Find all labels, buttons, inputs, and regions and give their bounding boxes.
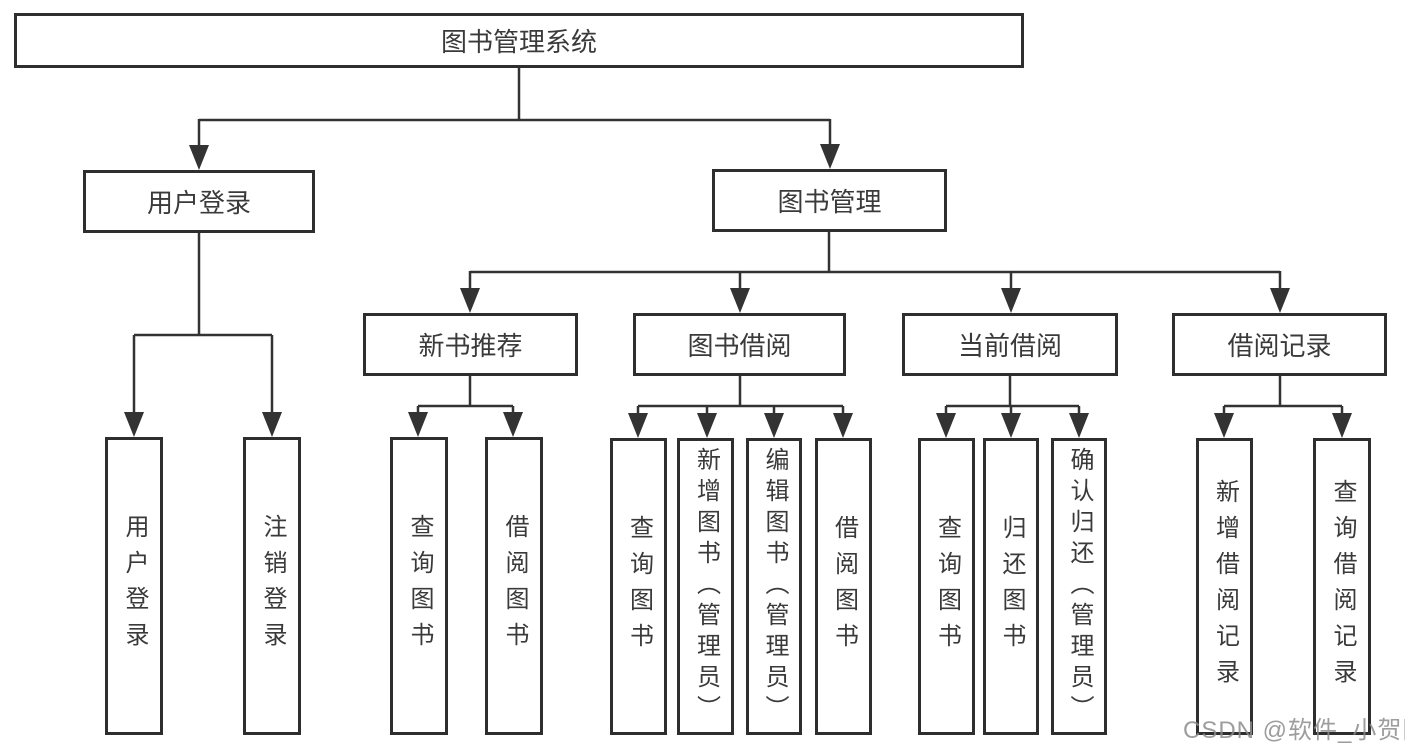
node-label: 图书借阅 <box>687 331 792 361</box>
node-new-book-recommend: 新书推荐 <box>363 313 578 376</box>
node-book-borrowing: 图书借阅 <box>633 313 846 376</box>
node-label: 注销登录 <box>259 514 286 658</box>
leaf-logout: 注销登录 <box>243 437 301 735</box>
node-label: 用户登录 <box>146 188 251 218</box>
node-label: 编辑图书（管理员） <box>761 447 788 726</box>
leaf-query-books-recommend: 查询图书 <box>390 437 448 735</box>
node-label: 查询图书 <box>933 514 961 659</box>
node-user-login: 用户登录 <box>83 170 315 233</box>
node-label: 图书管理 <box>777 187 882 217</box>
node-label: 查询图书 <box>625 514 653 659</box>
node-label: 用户登录 <box>121 514 148 658</box>
leaf-borrow-books-recommend: 借阅图书 <box>485 437 543 735</box>
leaf-query-books-borrowing: 查询图书 <box>610 438 667 735</box>
node-label: 确认归还（管理员） <box>1066 447 1093 726</box>
node-label: 图书管理系统 <box>440 27 597 57</box>
leaf-user-login: 用户登录 <box>105 437 163 735</box>
leaf-borrow-books: 借阅图书 <box>815 438 872 735</box>
node-label: 新增借阅记录 <box>1211 478 1239 695</box>
leaf-query-borrow-record: 查询借阅记录 <box>1313 438 1371 735</box>
csdn-watermark: CSDN @软件_小贺同学 <box>1183 717 1405 744</box>
leaf-add-books-admin: 新增图书（管理员） <box>677 438 734 735</box>
node-label: 归还图书 <box>998 514 1025 659</box>
leaf-edit-books-admin: 编辑图书（管理员） <box>746 438 802 735</box>
leaf-query-books-current: 查询图书 <box>918 438 975 735</box>
node-root-library-system: 图书管理系统 <box>14 13 1024 68</box>
node-label: 借阅图书 <box>830 514 858 659</box>
node-label: 查询借阅记录 <box>1329 478 1356 695</box>
node-label: 新增图书（管理员） <box>692 447 720 726</box>
node-current-borrowing: 当前借阅 <box>902 313 1118 376</box>
node-label: 当前借阅 <box>957 331 1062 361</box>
leaf-return-books: 归还图书 <box>983 438 1039 735</box>
node-label: 新书推荐 <box>418 331 523 361</box>
node-label: 借阅图书 <box>501 514 528 658</box>
leaf-confirm-return-admin: 确认归还（管理员） <box>1051 438 1107 735</box>
node-label: 借阅记录 <box>1227 331 1332 361</box>
node-borrowing-records: 借阅记录 <box>1172 313 1387 376</box>
node-book-management: 图书管理 <box>712 169 947 232</box>
node-label: 查询图书 <box>406 514 433 658</box>
leaf-add-borrow-record: 新增借阅记录 <box>1196 438 1253 735</box>
